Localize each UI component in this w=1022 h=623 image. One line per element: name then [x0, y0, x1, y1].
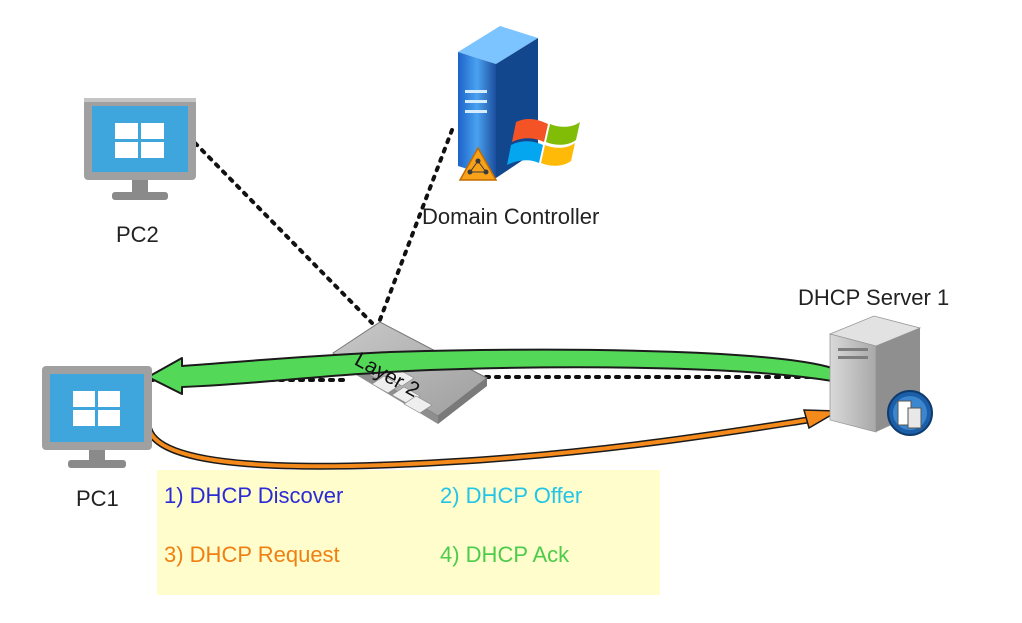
offer-arrow	[147, 348, 839, 395]
dhcp-server-icon	[828, 315, 933, 436]
pc2-label: PC2	[116, 222, 159, 247]
legend-item-offer: 2) DHCP Offer	[440, 483, 583, 508]
legend-item-request: 3) DHCP Request	[164, 542, 340, 567]
legend-item-discover: 1) DHCP Discover	[164, 483, 344, 508]
legend-item-ack: 4) DHCP Ack	[440, 542, 570, 567]
domain-controller-label: Domain Controller	[422, 204, 600, 229]
domain-controller-icon	[458, 26, 580, 181]
link-dc-switch	[376, 128, 454, 327]
dhcp-server-label: DHCP Server 1	[798, 285, 950, 310]
link-pc2-switch	[193, 141, 374, 325]
pc1-monitor-icon	[42, 366, 152, 468]
pc1-label: PC1	[76, 486, 119, 511]
request-arrow	[144, 409, 841, 470]
legend-box	[157, 470, 660, 595]
pc2-monitor-icon	[84, 98, 196, 200]
